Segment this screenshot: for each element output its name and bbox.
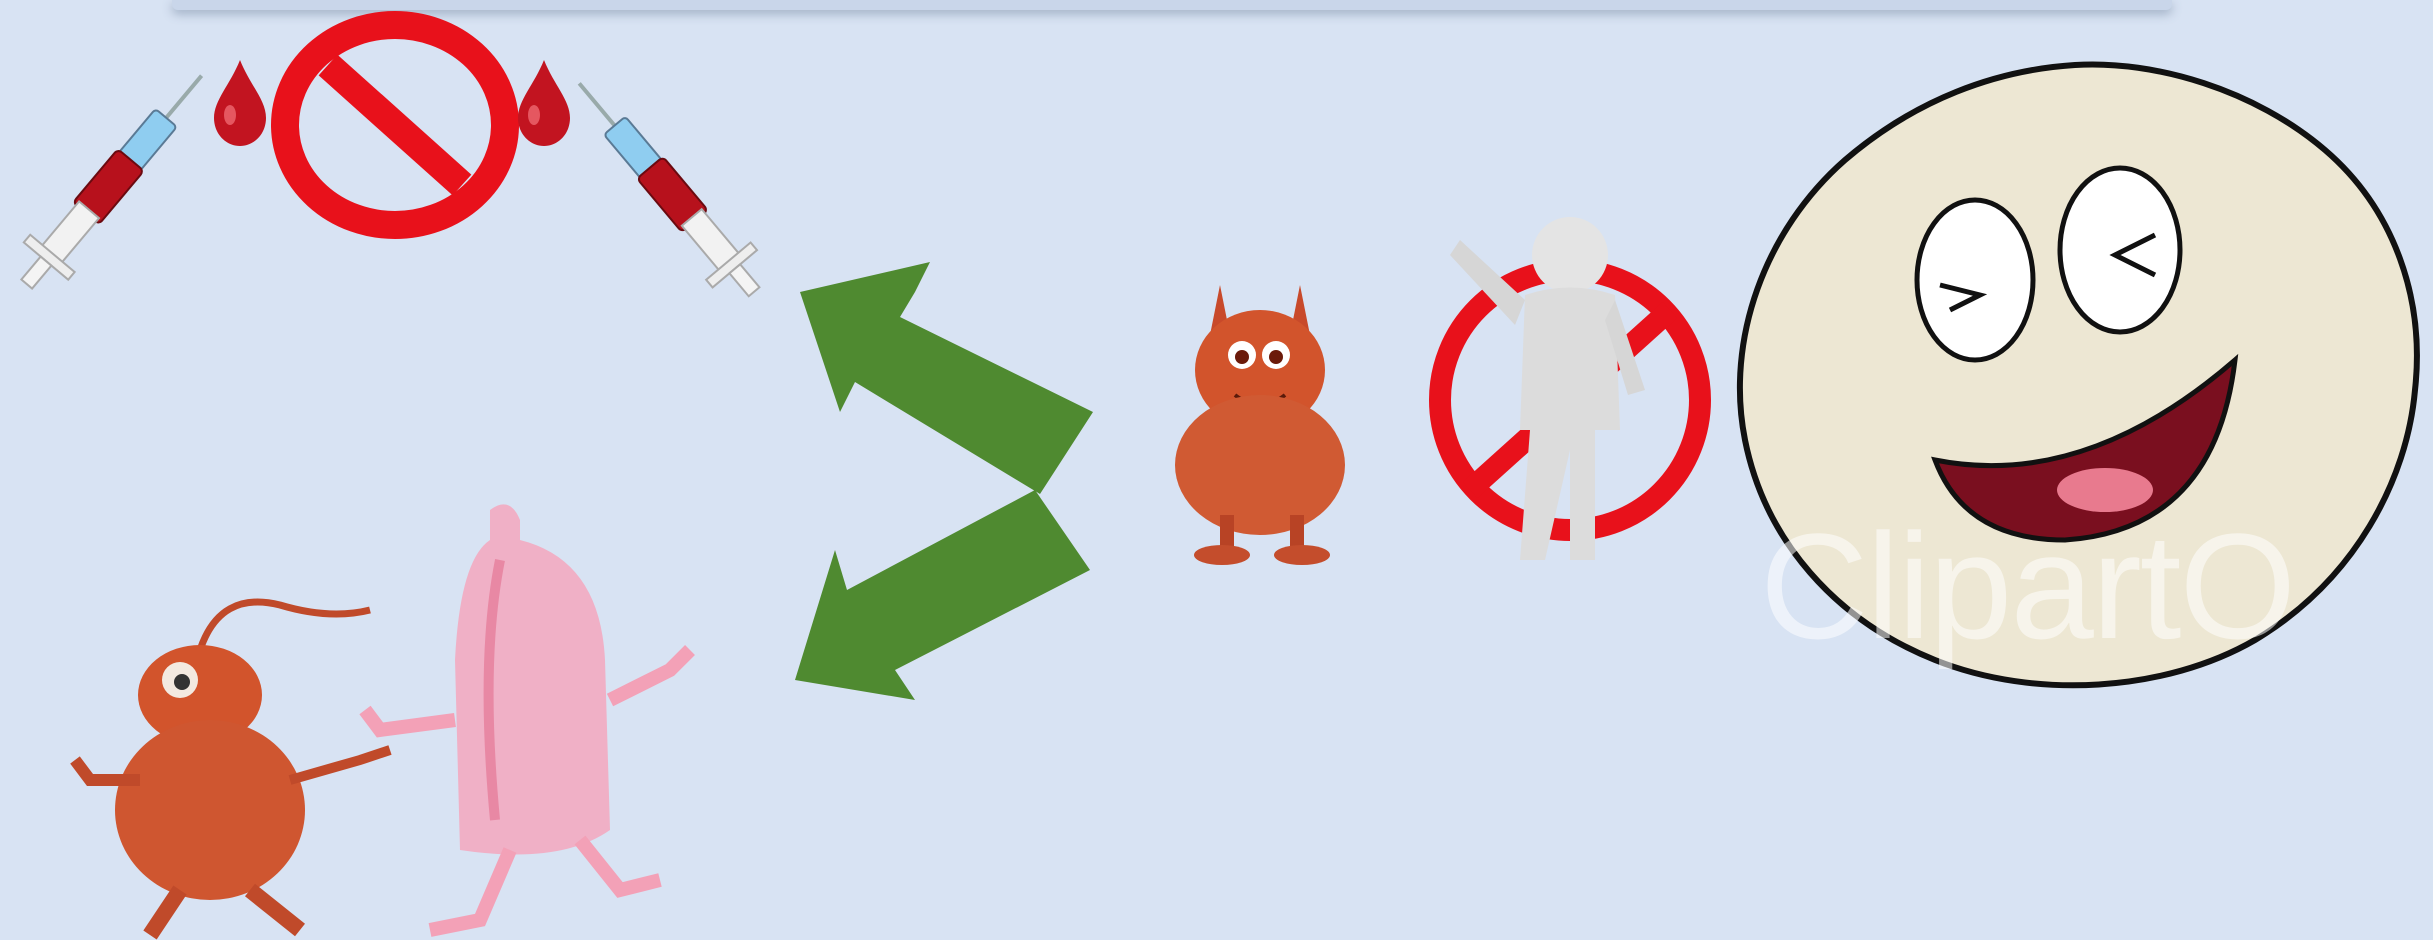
syringe-left-icon (10, 60, 230, 320)
prohibited-sign-top-icon (270, 10, 520, 240)
person-stop-icon (1420, 210, 1720, 580)
running-virus-icon (70, 580, 400, 940)
virus-character-small-icon (1150, 265, 1370, 565)
green-arrow-lower-icon (795, 490, 1095, 720)
watermark-text: ClipartO (1760, 500, 2294, 673)
syringe-right-icon (560, 60, 780, 320)
blood-drop-left-icon (212, 60, 268, 146)
condom-character-icon (360, 500, 700, 940)
green-arrow-upper-icon (800, 262, 1100, 492)
top-banner-edge (172, 0, 2172, 10)
